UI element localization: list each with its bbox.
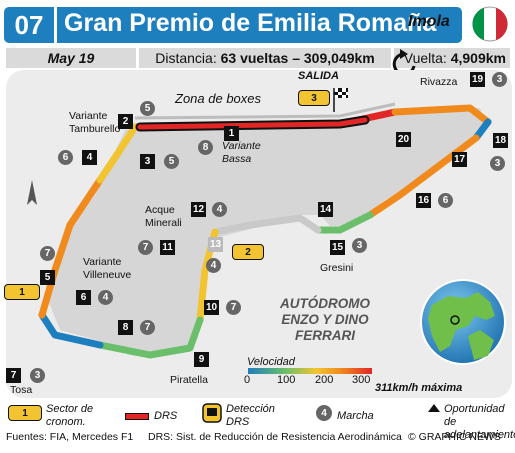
distance-value: 63 vueltas – 309,049km <box>220 50 375 66</box>
turn-badge: 5 <box>40 270 55 285</box>
globe-locator <box>420 279 506 365</box>
gear-badge: 7 <box>140 320 155 335</box>
turn-badge: 13 <box>208 237 223 252</box>
speed-tick: 0 <box>244 374 251 386</box>
compass-icon <box>27 180 37 205</box>
gear-badge: 7 <box>138 240 153 255</box>
distance-label: Distancia: <box>155 50 217 66</box>
round-number: 07 <box>4 7 54 43</box>
checkered-flag-icon <box>333 88 348 112</box>
infield <box>48 108 486 352</box>
variante-tamburello-label: Variante Tamburello <box>69 110 121 135</box>
legend-sector: Sector de cronom. <box>46 403 94 428</box>
turn-badge: 3 <box>140 154 155 169</box>
speed-tick: 200 <box>315 374 334 386</box>
gear-badge: 4 <box>206 258 221 273</box>
variante-bassa-label: Variante Bassa <box>222 140 261 165</box>
tosa-label: Tosa <box>10 384 33 396</box>
turn-badge: 1 <box>224 126 239 141</box>
turn-badge: 9 <box>194 352 209 367</box>
rivazza-label: Rivazza <box>420 76 458 88</box>
legend-sector-icon: 1 <box>8 405 42 421</box>
footer-drs-note: DRS: Sist. de Reducción de Resistencia A… <box>148 431 402 443</box>
page-title: Gran Premio de Emilia Romaña <box>64 9 437 37</box>
turn-badge: 7 <box>6 368 21 383</box>
acque-minerali-label: Acque Minerali <box>145 204 182 229</box>
max-speed: 311km/h máxima <box>375 382 463 394</box>
footer-credit: © GRAPHIC NEWS <box>408 431 501 443</box>
legend-overtake: Oportunidad de adelantamiento <box>444 403 515 441</box>
circuit-name: AUTÓDROMO ENZO Y DINO FERRARI <box>280 296 370 343</box>
gear-badge: 5 <box>164 154 179 169</box>
gear-badge: 6 <box>58 150 73 165</box>
turn-badge: 6 <box>76 290 91 305</box>
variante-villeneuve-label: Variante Villeneuve <box>83 256 132 281</box>
legend-gear: Marcha <box>337 410 374 422</box>
lap-length: Vuelta: 4,909km <box>394 48 510 68</box>
speed-scale-bar <box>248 368 372 374</box>
turn-badge: 4 <box>82 150 97 165</box>
gear-badge: 3 <box>30 368 45 383</box>
legend-drs: DRS <box>154 410 178 422</box>
italy-flag-icon <box>472 6 508 42</box>
gear-badge: 4 <box>98 290 113 305</box>
pit-lane-label: Zona de boxes <box>175 91 262 106</box>
turn-badge: 17 <box>452 152 467 167</box>
turn-badge: 8 <box>118 320 133 335</box>
legend-gear-icon: 4 <box>316 405 332 421</box>
turn-badge: 14 <box>318 202 333 217</box>
gear-badge: 3 <box>352 238 367 253</box>
turn-badge: 20 <box>396 132 411 147</box>
start-label: SALIDA <box>298 70 339 82</box>
turn-badge: 2 <box>118 114 133 129</box>
turn-badge: 10 <box>204 300 219 315</box>
gear-badge: 3 <box>490 156 505 171</box>
gear-badge: 5 <box>140 101 155 116</box>
gear-badge: 3 <box>492 72 507 87</box>
gear-badge: 6 <box>438 193 453 208</box>
race-date: May 19 <box>6 48 136 68</box>
sector-badge: 2 <box>232 244 264 260</box>
race-distance: Distancia: 63 vueltas – 309,049km <box>139 48 391 68</box>
gear-badge: 7 <box>40 246 55 261</box>
title-bar <box>57 7 462 43</box>
speed-tick: 100 <box>277 374 296 386</box>
speed-legend-title: Velocidad <box>247 356 295 368</box>
city-name: Imola <box>408 13 450 30</box>
footer-sources: Fuentes: FIA, Mercedes F1 <box>6 431 134 443</box>
sector-badge: 1 <box>4 284 40 300</box>
turn-badge: 18 <box>493 133 508 148</box>
gresini-label: Gresini <box>320 262 354 274</box>
gear-badge: 4 <box>212 202 227 217</box>
turn-badge: 16 <box>416 193 431 208</box>
piratella-label: Piratella <box>170 374 208 386</box>
drs-zone <box>135 115 370 132</box>
speed-tick: 300 <box>352 374 371 386</box>
lap-label: Vuelta: <box>403 50 447 66</box>
legend-detection: Detección DRS <box>226 403 275 428</box>
sector-badge: 3 <box>298 90 330 106</box>
turn-badge: 11 <box>160 240 175 255</box>
turn-badge: 19 <box>470 72 485 87</box>
legend-icons <box>125 403 440 423</box>
pit-lane <box>134 102 396 120</box>
gear-badge: 8 <box>198 140 213 155</box>
gear-badge: 7 <box>226 300 241 315</box>
turn-badge: 15 <box>330 240 345 255</box>
turn-badge: 12 <box>191 202 206 217</box>
lap-value: 4,909km <box>450 50 506 66</box>
